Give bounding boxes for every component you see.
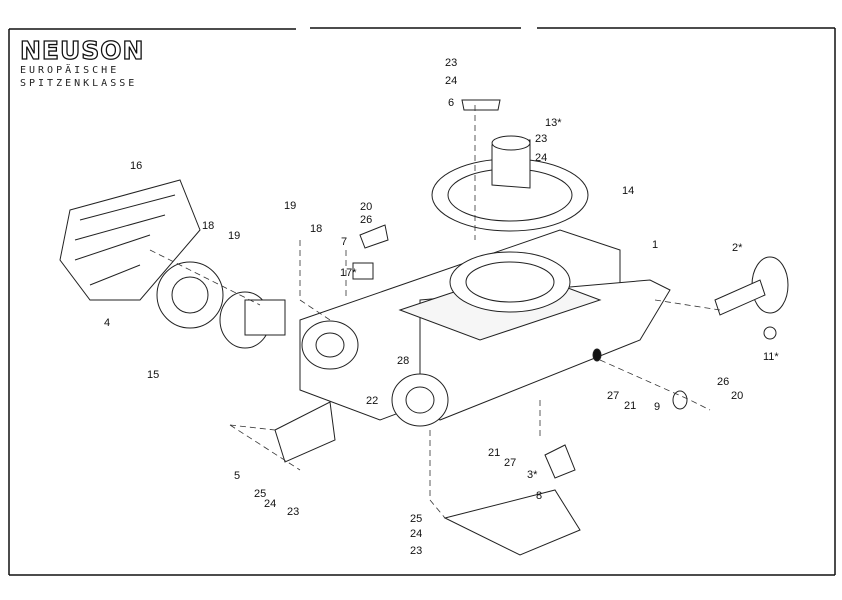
part-callout: 3*	[527, 469, 538, 481]
part-callout: 7	[341, 236, 347, 248]
part-callout: 13*	[545, 117, 562, 129]
part-callout: 20	[731, 390, 743, 402]
part-callout: 11*	[763, 351, 779, 363]
part-callout: 25	[410, 513, 422, 525]
part-callout: 24	[445, 75, 457, 87]
part-callout: 25	[254, 488, 266, 500]
part-callout: 5	[234, 470, 240, 482]
part-callout: 19	[284, 200, 296, 212]
part-callout: 23	[287, 506, 299, 518]
part-callout: 27	[607, 390, 619, 402]
part-callout: 24	[535, 152, 547, 164]
assembly-lines	[149, 105, 721, 519]
part-callout: 15	[147, 369, 159, 381]
part-callout: 26	[717, 376, 729, 388]
part-callout: 19	[228, 230, 240, 242]
part-callout: 26	[360, 214, 372, 226]
part-callout: 24	[264, 498, 276, 510]
part-callout: 23	[410, 545, 422, 557]
part-callout: 18	[310, 223, 322, 235]
part-callout: 18	[202, 220, 214, 232]
part-callout: 16	[130, 160, 142, 172]
undercarriage-frame	[299, 229, 671, 427]
part-callout: 23	[535, 133, 547, 145]
part-callout: 21	[624, 400, 636, 412]
logo-tagline-2: SPITZENKLASSE	[20, 78, 138, 89]
part-callout: 24	[410, 528, 422, 540]
idler-and-tensioner	[544, 256, 789, 479]
track-chain	[59, 179, 201, 301]
part-callout: 28	[397, 355, 409, 367]
cover-plates	[274, 401, 581, 556]
part-callout: 27	[504, 457, 516, 469]
part-callout: 20	[360, 201, 372, 213]
neuson-logo: NEUSON EUROPÄISCHE SPITZENKLASSE	[19, 36, 145, 90]
part-callout: 17*	[340, 267, 357, 279]
part-callout: 14	[622, 185, 634, 197]
part-callout: 9	[654, 401, 660, 413]
part-callout: 22	[366, 395, 378, 407]
part-callout: 23	[445, 57, 457, 69]
logo-tagline-1: EUROPÄISCHE	[20, 65, 120, 76]
part-callout: 8	[536, 490, 542, 502]
slewing-ring	[431, 99, 589, 232]
part-callout: 1	[652, 239, 658, 251]
part-callout: 6	[448, 97, 454, 109]
part-callout: 21	[488, 447, 500, 459]
part-callout: 4	[104, 317, 110, 329]
drive-components	[156, 224, 389, 349]
logo-brand: NEUSON	[19, 36, 145, 65]
drawing-border	[8, 27, 836, 576]
part-callout: 2*	[732, 242, 743, 254]
